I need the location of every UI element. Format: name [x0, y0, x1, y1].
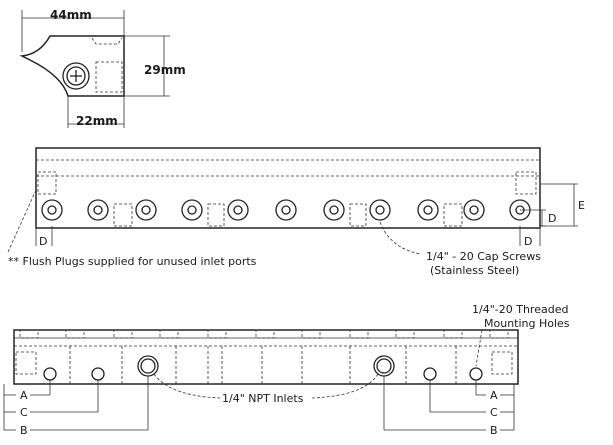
width-dimension-label: 44mm [50, 8, 92, 22]
front-view: E D D D ** Flush Plugs supplied for unus… [7, 147, 585, 277]
label-a-left: A [20, 389, 28, 402]
dim-e-label: E [578, 199, 585, 212]
dovetail-notches [19, 329, 509, 339]
cap-screws-label-line1: 1/4" - 20 Cap Screws [426, 250, 541, 263]
dim-d-right-label-1: D [548, 212, 556, 225]
dim-d-right-label-2: D [524, 235, 532, 248]
label-a-right: A [490, 389, 498, 402]
height-dimension-label: 29mm [144, 63, 186, 77]
label-b-right: B [490, 424, 498, 437]
label-b-left: B [20, 424, 28, 437]
threaded-holes-label-line1: 1/4"-20 Threaded [472, 303, 568, 316]
flush-plugs-note: ** Flush Plugs supplied for unused inlet… [8, 255, 257, 268]
bottom-view: A C B A C B 1/4" NPT Inlets 1/4"-20 Thre… [3, 303, 570, 437]
label-c-left: C [20, 406, 28, 419]
dim-d-left-label: D [39, 235, 47, 248]
base-dimension-label: 22mm [76, 114, 118, 128]
threaded-holes-label-line2: Mounting Holes [484, 317, 570, 330]
cap-screw-holes [41, 199, 531, 221]
cap-screws-label-line2: (Stainless Steel) [430, 264, 519, 277]
end-view: 44mm 29mm 22mm [19, 8, 186, 128]
label-c-right: C [490, 406, 498, 419]
npt-inlets-label: 1/4" NPT Inlets [222, 392, 304, 405]
